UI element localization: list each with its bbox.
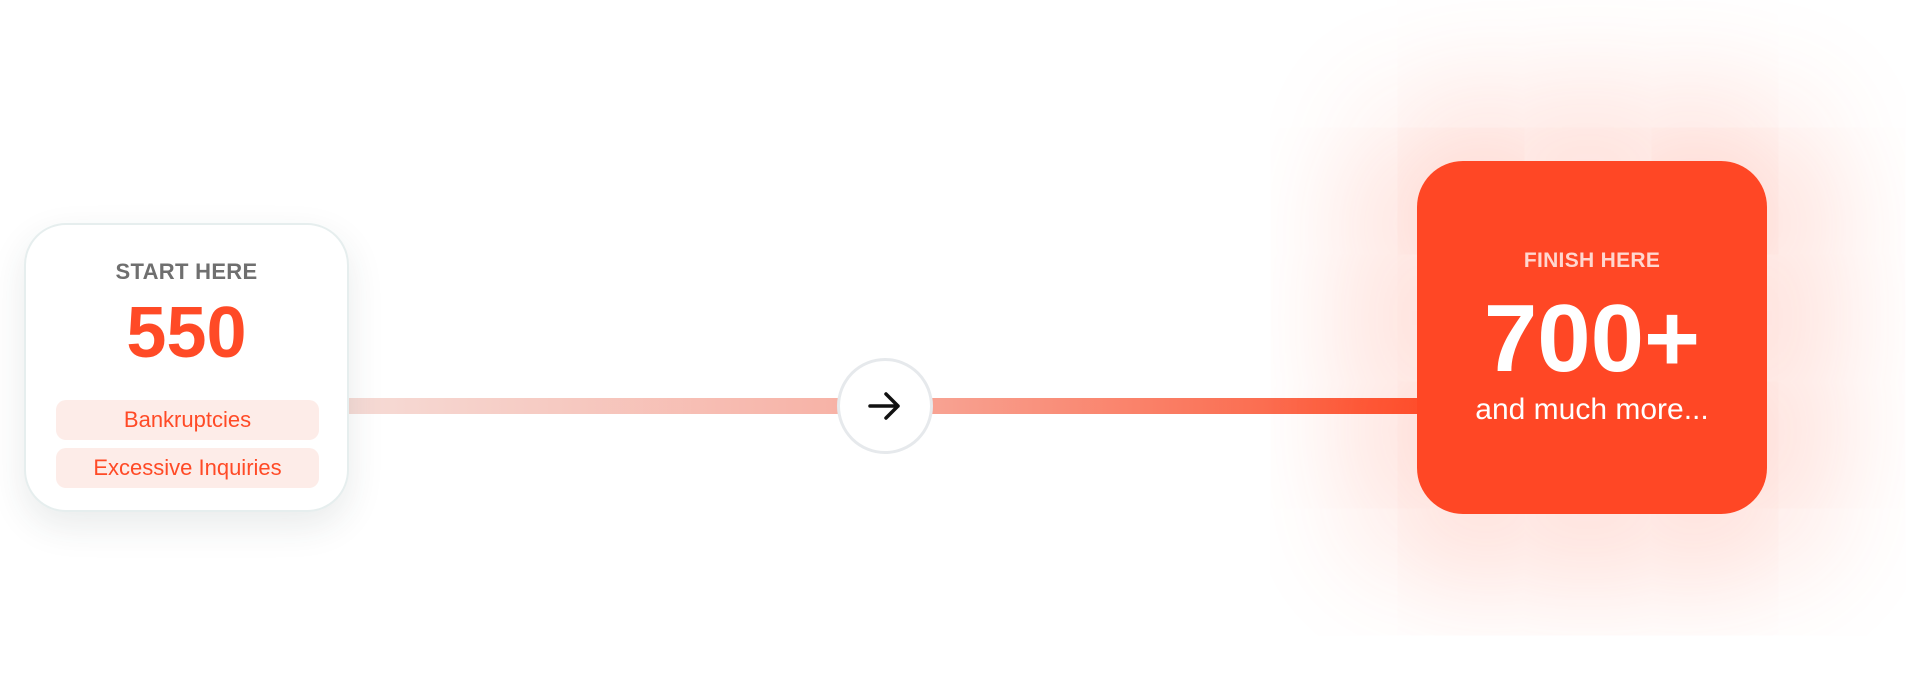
arrow-circle	[837, 358, 933, 454]
finish-label: FINISH HERE	[1523, 249, 1661, 272]
finish-card: FINISH HERE 700+ and much more...	[1417, 161, 1767, 514]
issue-tag-bankruptcies: Bankruptcies	[56, 400, 319, 440]
finish-score: 700+	[1483, 285, 1701, 392]
start-card: START HERE 550 Bankruptcies Excessive In…	[24, 223, 349, 512]
finish-subtitle: and much more...	[1475, 393, 1709, 426]
issue-tag-excessive-inquiries: Excessive Inquiries	[56, 448, 319, 488]
start-score: 550	[126, 293, 247, 373]
start-label: START HERE	[115, 259, 258, 284]
arrow-right-icon	[868, 392, 900, 420]
